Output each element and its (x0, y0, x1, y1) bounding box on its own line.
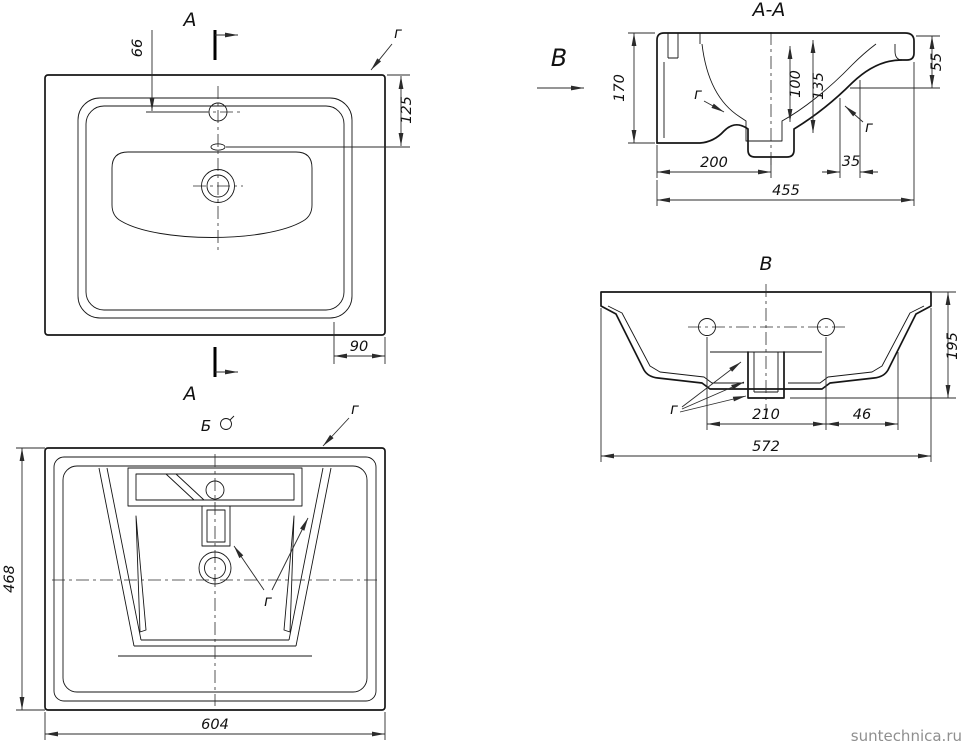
dim-100: 100 (787, 46, 804, 122)
plan-surface-label: г (394, 24, 402, 42)
dim-46-label: 46 (853, 407, 871, 423)
dim-125: 125 (226, 74, 415, 148)
bottom-centerlines (52, 454, 378, 706)
bottom-surface-label-inner: г (264, 592, 272, 610)
dim-195-label: 195 (945, 332, 961, 360)
dim-170: 170 (612, 32, 655, 144)
dim-35: 35 (822, 80, 878, 178)
dim-35-label: 35 (842, 154, 860, 170)
section-outline (656, 32, 915, 158)
dim-455: 455 (656, 62, 915, 206)
plan-surface-leader: г (370, 24, 402, 71)
view-direction-arrow: В (537, 44, 584, 91)
plan-view-outline (44, 74, 386, 336)
dim-468-label: 468 (2, 565, 18, 593)
section-mark-bottom: А (182, 347, 238, 405)
view-v-surface-label: г (670, 400, 678, 418)
dim-200-label: 200 (700, 155, 728, 171)
section-mark-top: А (182, 9, 238, 60)
dim-604: 604 (44, 712, 386, 740)
section-surface-label-left: г (694, 85, 702, 103)
plan-centerlines (193, 86, 243, 252)
dim-195: 195 (790, 291, 961, 399)
plan-view: А А 66 125 г 90 (44, 9, 415, 405)
section-title: А-А (751, 0, 786, 21)
dim-100-label: 100 (788, 70, 804, 98)
rotated-symbol-icon (220, 415, 235, 430)
bottom-inner-leader: г (233, 517, 309, 610)
dim-604-label: 604 (201, 717, 229, 733)
section-letter-bottom: А (182, 383, 197, 405)
dim-46: 46 (826, 352, 899, 430)
dim-66-label: 66 (130, 39, 146, 57)
bottom-view-label: Б (201, 415, 235, 435)
section-surface-label-right: г (865, 118, 873, 136)
dim-455-label: 455 (772, 183, 800, 199)
section-letter-top: А (182, 9, 197, 31)
section-aa-view: А-А В г г 170 100 (537, 0, 945, 206)
dim-55: 55 (850, 35, 945, 89)
dim-135: 135 (810, 40, 827, 133)
dim-55-label: 55 (929, 53, 945, 71)
view-v-centerlines (688, 284, 845, 420)
dim-210: 210 (706, 337, 827, 430)
section-surface-leader-right: г (844, 105, 873, 136)
view-v: В г 210 46 (600, 253, 961, 462)
direction-letter: В (551, 44, 567, 72)
bottom-view-letter: Б (201, 417, 211, 435)
view-v-title: В (759, 253, 772, 275)
dim-125-label: 125 (399, 96, 415, 124)
dim-90-label: 90 (350, 339, 368, 355)
dim-572: 572 (600, 308, 932, 462)
dim-468: 468 (2, 447, 45, 711)
bottom-surface-leader: г (322, 400, 359, 447)
watermark: suntechnica.ru (851, 727, 962, 745)
dim-572-label: 572 (752, 439, 780, 455)
dim-210-label: 210 (752, 407, 780, 423)
section-surface-leader-left: г (694, 85, 725, 113)
bottom-surface-label-top: г (351, 400, 359, 418)
bottom-view: Б г (2, 400, 386, 740)
dim-135-label: 135 (811, 72, 827, 100)
view-v-surface-leader: г (670, 361, 747, 418)
dim-66: 66 (130, 30, 208, 113)
dim-90: 90 (333, 322, 386, 364)
dim-200: 200 (656, 145, 772, 178)
dim-170-label: 170 (612, 74, 628, 102)
